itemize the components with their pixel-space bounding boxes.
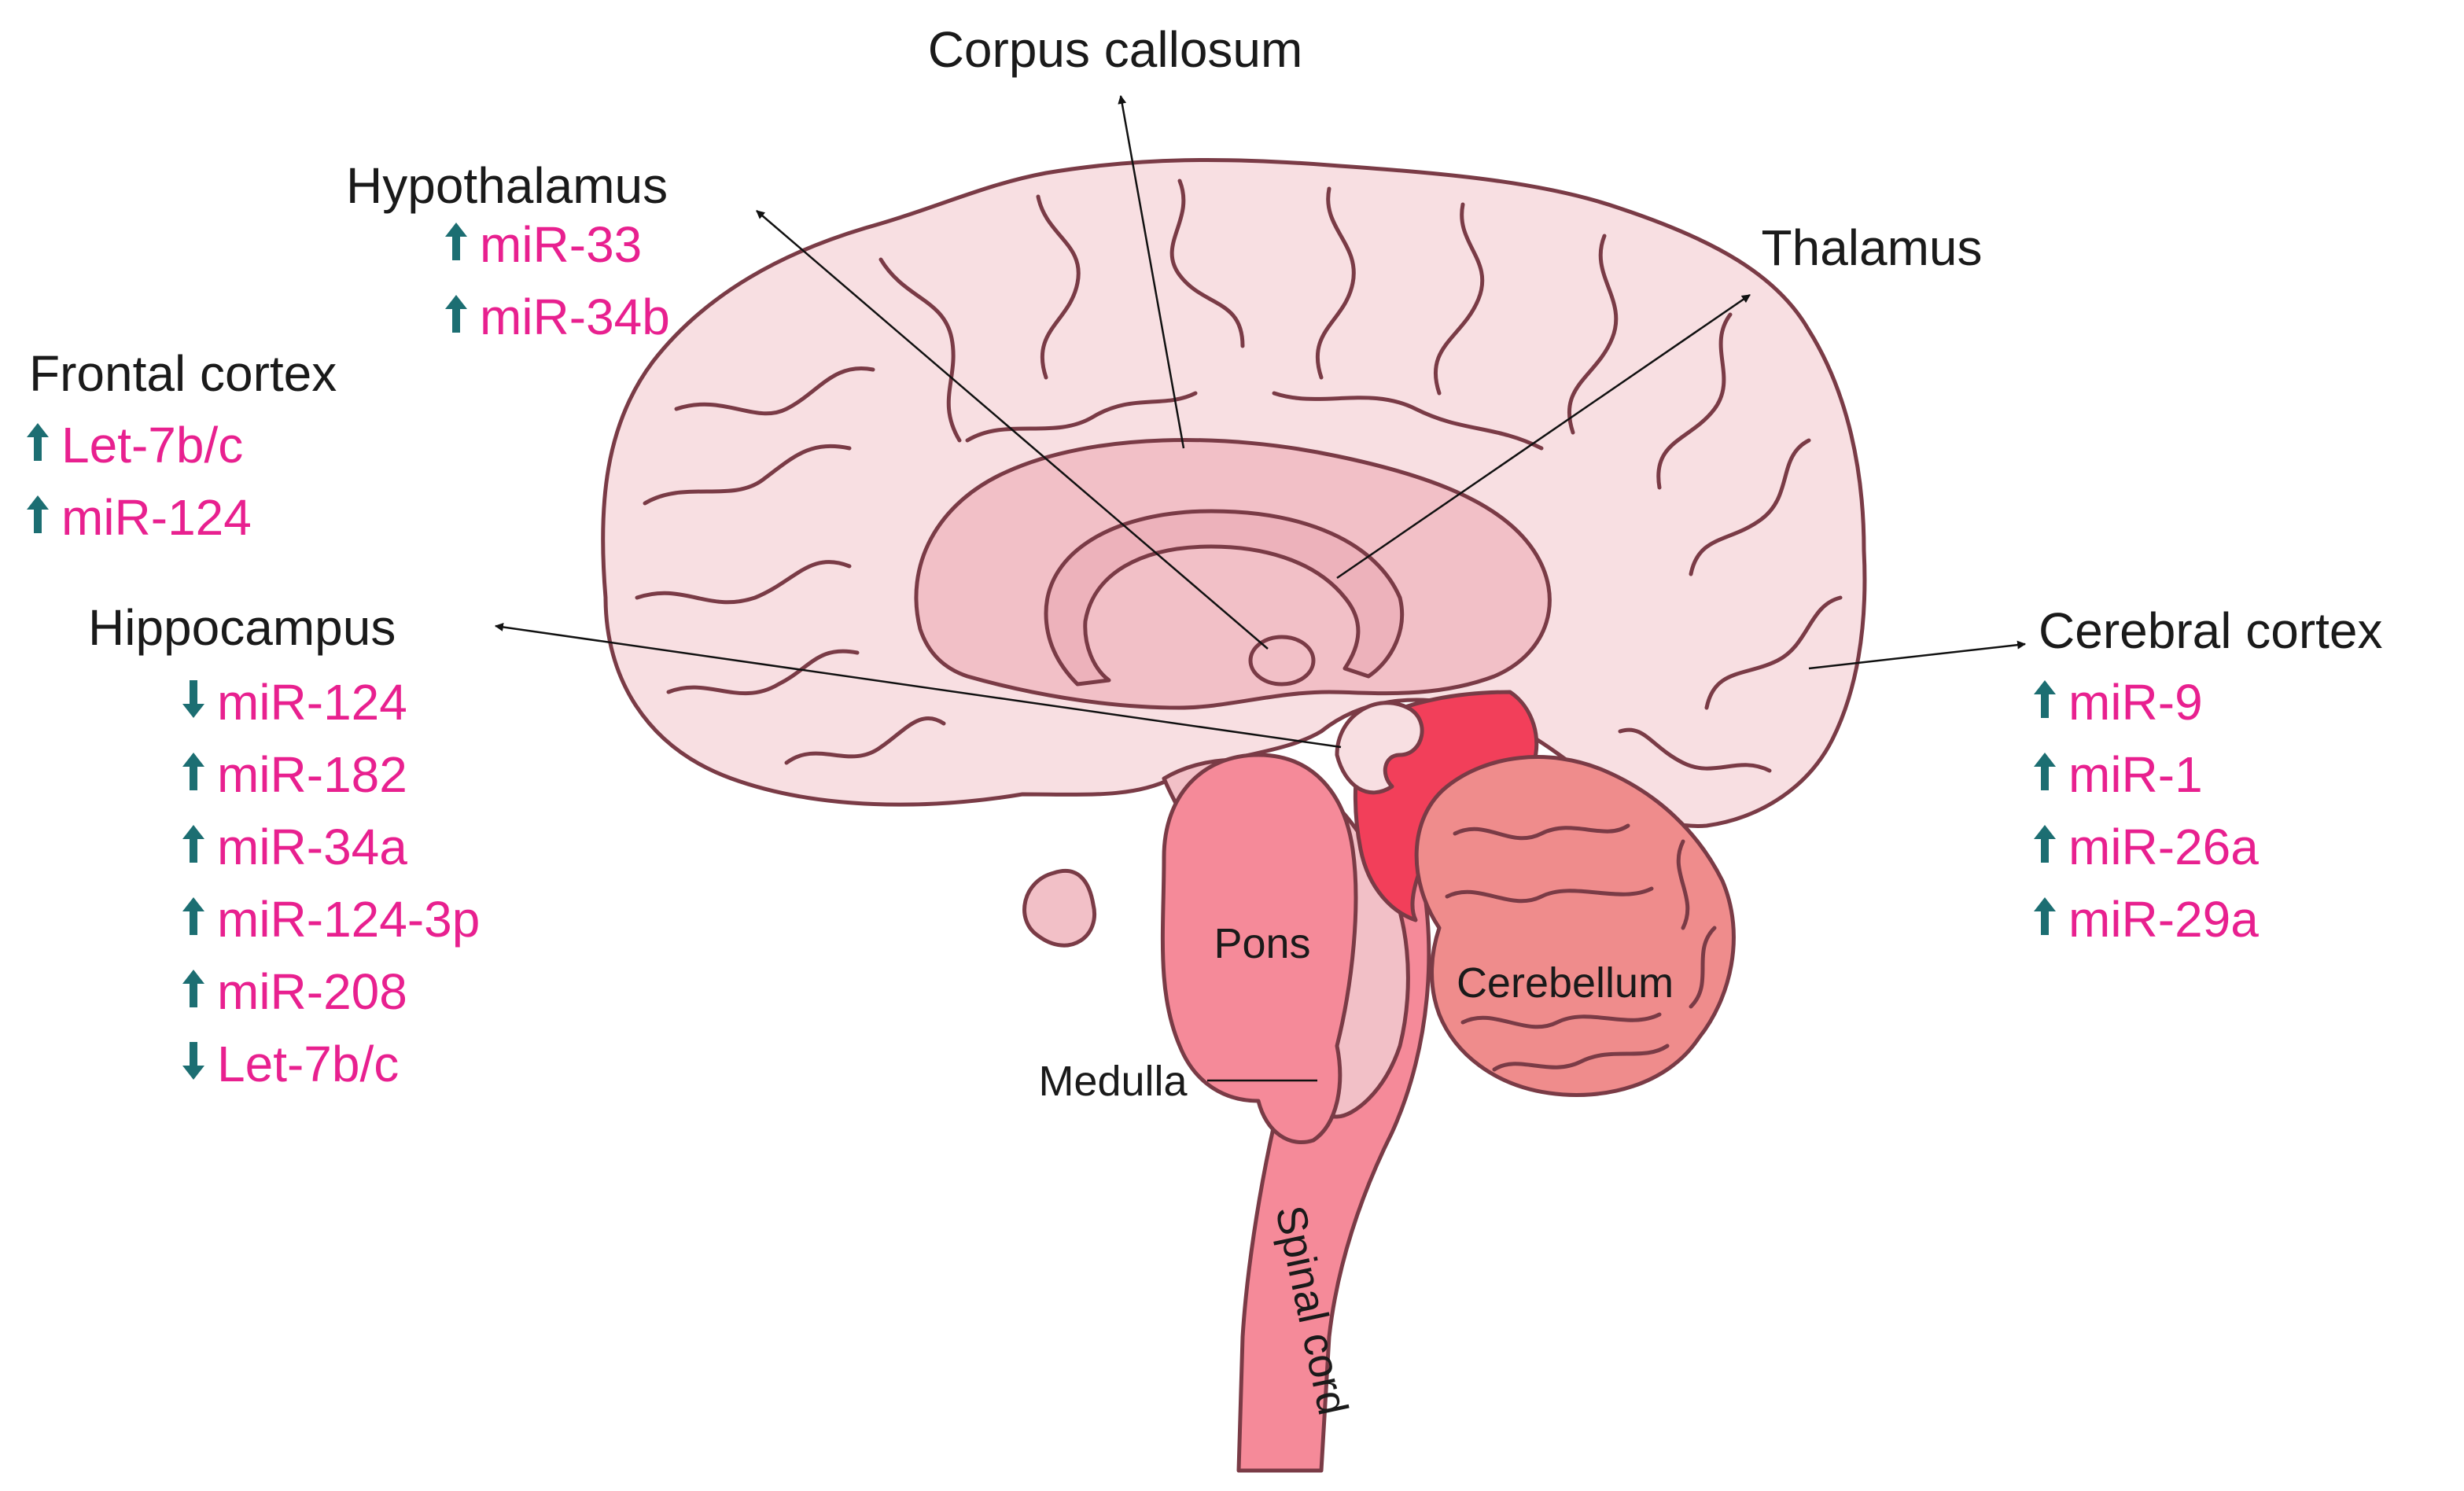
arrow-up-icon bbox=[2034, 680, 2056, 718]
arrow-up-icon bbox=[182, 753, 204, 790]
gyrus-line bbox=[643, 444, 852, 506]
gyrus-line bbox=[635, 560, 852, 605]
arrow-up-icon bbox=[182, 897, 204, 935]
arrow-up-icon bbox=[2034, 825, 2056, 863]
medulla-label: Medulla bbox=[1038, 1058, 1188, 1105]
arrow-up-icon bbox=[2034, 897, 2056, 935]
thalamus-pointer bbox=[1336, 293, 1751, 580]
hippocampus-pointer bbox=[494, 622, 1342, 749]
pituitary-shape bbox=[1022, 868, 1096, 948]
gyrus-line bbox=[965, 391, 1198, 443]
gyrus-line bbox=[1433, 202, 1485, 396]
mirna-label: miR-1 bbox=[2068, 746, 2203, 803]
gyrus-line bbox=[1656, 312, 1733, 490]
thalamus-label: Thalamus bbox=[1762, 219, 1983, 276]
hippocampus-title: Hippocampus bbox=[88, 599, 396, 656]
pons-shape bbox=[1160, 753, 1358, 1145]
gyrus-line bbox=[878, 257, 962, 443]
mirna-label: miR-124 bbox=[61, 489, 252, 546]
thalamus-shape bbox=[1248, 635, 1316, 687]
gyrus-line bbox=[1704, 595, 1843, 710]
gyrus-line bbox=[674, 366, 875, 416]
cerebral-cortex-pointer bbox=[1808, 640, 2027, 670]
arrow-up-icon bbox=[445, 295, 467, 333]
pointer-arrows bbox=[494, 94, 2027, 749]
cerebellum-folia bbox=[1453, 823, 1630, 841]
hypothalamus-title: Hypothalamus bbox=[346, 157, 668, 214]
gyrus-line bbox=[1036, 194, 1081, 380]
arrow-up-icon bbox=[27, 495, 49, 533]
mirna-label: miR-182 bbox=[217, 746, 407, 803]
frontal-cortex-title: Frontal cortex bbox=[29, 345, 337, 402]
arrow-up-icon bbox=[445, 223, 467, 260]
cerebral-cortex-title: Cerebral cortex bbox=[2039, 602, 2383, 659]
arrow-up-icon bbox=[27, 423, 49, 461]
mirna-label: miR-34b bbox=[480, 289, 670, 345]
mirna-label: miR-33 bbox=[480, 216, 642, 273]
mirna-label: miR-34a bbox=[217, 819, 407, 875]
gyrus-line bbox=[1272, 391, 1544, 451]
cerebral-cortex-group: Cerebral cortex miR-9 miR-1 miR-26a miR-29a bbox=[2034, 602, 2383, 948]
cerebellum-folia bbox=[1445, 886, 1654, 904]
corpus-callosum-label: Corpus callosum bbox=[928, 21, 1303, 78]
hippocampus-group: Hippocampus miR-124 miR-182 miR-34a miR-124-… bbox=[88, 599, 480, 1092]
mirna-label: Let-7b/c bbox=[217, 1036, 399, 1092]
gyrus-line bbox=[1169, 179, 1245, 348]
mirna-label: miR-9 bbox=[2068, 674, 2203, 731]
cerebellum-folia bbox=[1492, 1044, 1670, 1072]
mirna-label: miR-208 bbox=[217, 963, 407, 1020]
cerebellum-shape bbox=[1414, 755, 1736, 1097]
cerebellum-folia bbox=[1676, 839, 1690, 930]
gyrus-line bbox=[666, 649, 860, 696]
mirna-label: Let-7b/c bbox=[61, 417, 243, 473]
gyrus-line bbox=[784, 716, 946, 765]
gyrus-line bbox=[1315, 186, 1356, 380]
cerebellum-folia bbox=[1689, 926, 1717, 1009]
arrow-up-icon bbox=[182, 825, 204, 863]
hypothalamus-pointer bbox=[756, 210, 1269, 650]
gyrus-line bbox=[1618, 727, 1772, 773]
pons-label: Pons bbox=[1214, 920, 1310, 967]
cerebellum-folia bbox=[1460, 1012, 1662, 1029]
corpus-callosum-pointer bbox=[1118, 94, 1185, 449]
gyrus-line bbox=[1689, 438, 1811, 576]
brain-illustration bbox=[601, 157, 1867, 1473]
arrow-down-icon bbox=[182, 680, 204, 718]
gyrus-line bbox=[1567, 234, 1619, 435]
arrow-down-icon bbox=[182, 1042, 204, 1080]
corpus-callosum-shape bbox=[1044, 509, 1405, 687]
mirna-label: miR-124-3p bbox=[217, 891, 480, 948]
mirna-label: miR-124 bbox=[217, 674, 407, 731]
cerebellum-label: Cerebellum bbox=[1457, 959, 1674, 1007]
arrow-up-icon bbox=[182, 970, 204, 1007]
hippocampal-curl-shape bbox=[1335, 701, 1424, 795]
mirna-label: miR-26a bbox=[2068, 819, 2259, 875]
mirna-label: miR-29a bbox=[2068, 891, 2259, 948]
arrow-up-icon bbox=[2034, 753, 2056, 790]
